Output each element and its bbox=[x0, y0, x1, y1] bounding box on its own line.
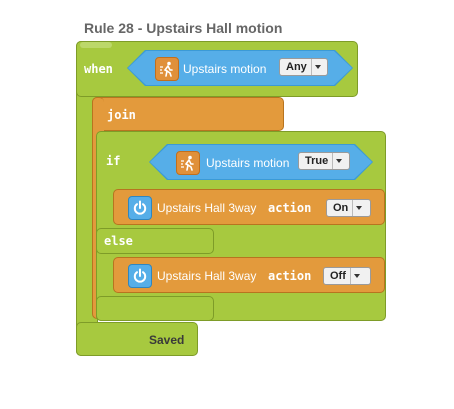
when-keyword: when bbox=[84, 62, 113, 76]
else-action-value: Off bbox=[330, 270, 346, 282]
rule-title: Rule 28 - Upstairs Hall motion bbox=[84, 20, 283, 36]
when-sensor-label: Upstairs motion bbox=[183, 62, 267, 76]
chevron-down-icon bbox=[310, 59, 324, 75]
when-block-footer[interactable] bbox=[76, 322, 198, 356]
if-keyword: if bbox=[106, 154, 121, 168]
join-keyword: join bbox=[107, 108, 136, 122]
saved-status: Saved bbox=[149, 333, 185, 347]
if-sensor-label: Upstairs motion bbox=[206, 156, 290, 170]
when-sensor-value: Any bbox=[286, 61, 307, 73]
when-sensor-dropdown[interactable]: Any bbox=[279, 58, 328, 76]
else-device-label: Upstairs Hall 3way bbox=[157, 269, 257, 283]
if-block-footer[interactable] bbox=[96, 296, 214, 321]
top-notch bbox=[80, 42, 112, 48]
else-action-dropdown[interactable]: Off bbox=[323, 267, 371, 285]
power-icon bbox=[128, 264, 152, 288]
then-action-value: On bbox=[333, 202, 349, 214]
chevron-down-icon bbox=[349, 268, 363, 284]
then-action-keyword: action bbox=[268, 201, 312, 215]
power-icon bbox=[128, 196, 152, 220]
else-block[interactable] bbox=[96, 228, 214, 254]
then-action-dropdown[interactable]: On bbox=[326, 199, 371, 217]
chevron-down-icon bbox=[352, 200, 365, 216]
motion-sensor-icon bbox=[176, 151, 200, 175]
else-keyword: else bbox=[104, 234, 133, 248]
motion-sensor-icon bbox=[155, 57, 179, 81]
if-sensor-value: True bbox=[305, 155, 329, 167]
if-sensor-dropdown[interactable]: True bbox=[298, 152, 350, 170]
chevron-down-icon bbox=[332, 153, 345, 169]
else-action-block[interactable] bbox=[113, 257, 385, 293]
then-device-label: Upstairs Hall 3way bbox=[157, 201, 257, 215]
else-action-keyword: action bbox=[268, 269, 312, 283]
